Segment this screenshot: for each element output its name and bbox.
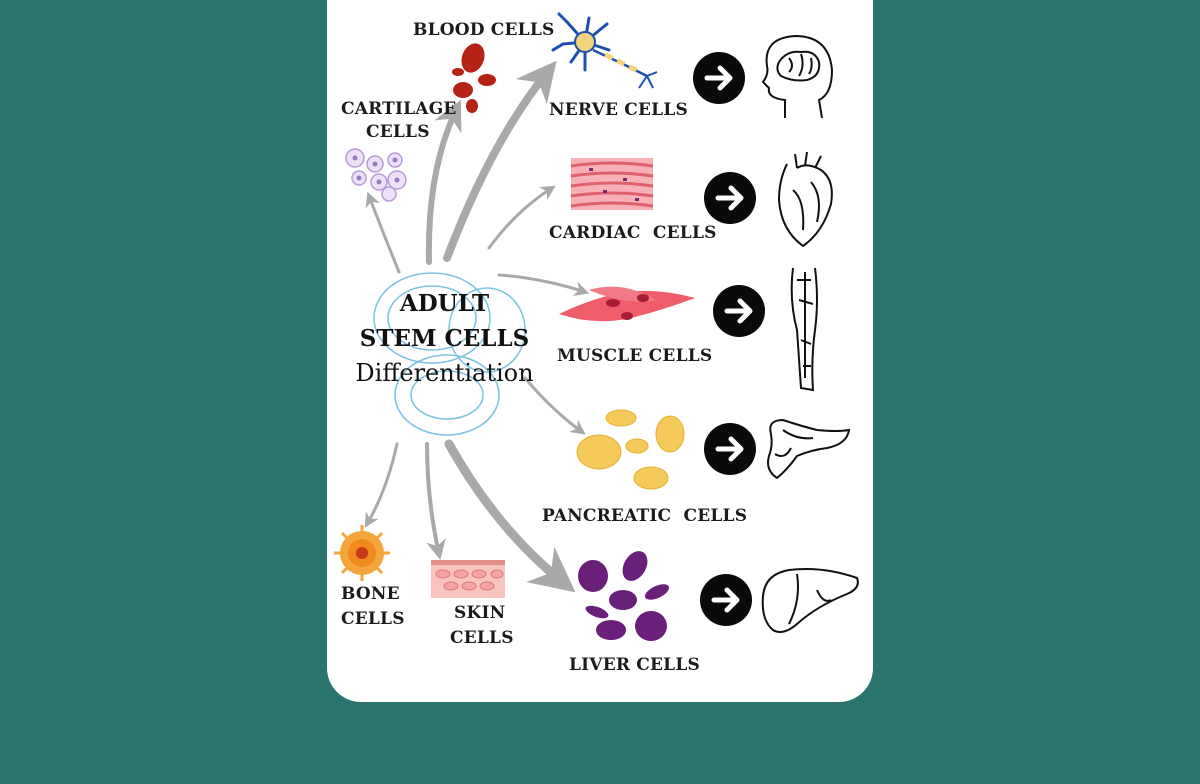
differentiation-arrows [364, 60, 590, 593]
liver-cells-illustration [578, 551, 670, 641]
pancreatic-cells-illustration [576, 409, 685, 490]
skin-cells-illustration [431, 560, 505, 598]
pancreatic-next-arrow-icon [704, 423, 756, 475]
label-bone-line1: BONE [341, 584, 400, 604]
title-line-differentiation: Differentiation [355, 359, 534, 387]
label-cartilage-line2: CELLS [366, 122, 430, 142]
muscle-cells-illustration [559, 286, 695, 322]
stem-cells-illustration [373, 272, 526, 436]
label-nerve-cells: NERVE CELLS [549, 100, 688, 120]
brain-head-icon [761, 34, 834, 119]
label-pancreatic-cells: PANCREATIC CELLS [542, 506, 748, 526]
label-cardiac-cells: CARDIAC CELLS [549, 223, 717, 243]
pancreas-icon [767, 418, 851, 480]
heart-icon [777, 151, 833, 248]
title-line-adult: ADULT [399, 290, 490, 317]
diagram-card: ADULT STEM CELLS Differentiation BLOOD C… [327, 0, 873, 702]
leg-muscle-icon [790, 267, 818, 392]
label-skin-line2: CELLS [450, 628, 514, 648]
cardiac-next-arrow-icon [704, 172, 756, 224]
label-blood-cells: BLOOD CELLS [413, 20, 555, 40]
muscle-next-arrow-icon [713, 285, 765, 337]
nerve-cell-illustration [551, 12, 658, 89]
center-title: ADULT STEM CELLS Differentiation [347, 286, 542, 391]
liver-next-arrow-icon [700, 574, 752, 626]
liver-icon [761, 568, 859, 633]
label-cartilage-line1: CARTILAGE [341, 99, 457, 119]
label-muscle-cells: MUSCLE CELLS [557, 346, 713, 366]
diagram-graphics [334, 12, 859, 641]
blood-cells-illustration [452, 43, 496, 113]
label-bone-line2: CELLS [341, 609, 405, 629]
cardiac-cells-illustration [570, 158, 654, 210]
bone-cell-illustration [334, 525, 390, 581]
label-skin-line1: SKIN [454, 603, 506, 623]
nerve-next-arrow-icon [693, 52, 745, 104]
title-line-stem-cells: STEM CELLS [359, 325, 530, 352]
label-liver-cells: LIVER CELLS [569, 655, 700, 675]
